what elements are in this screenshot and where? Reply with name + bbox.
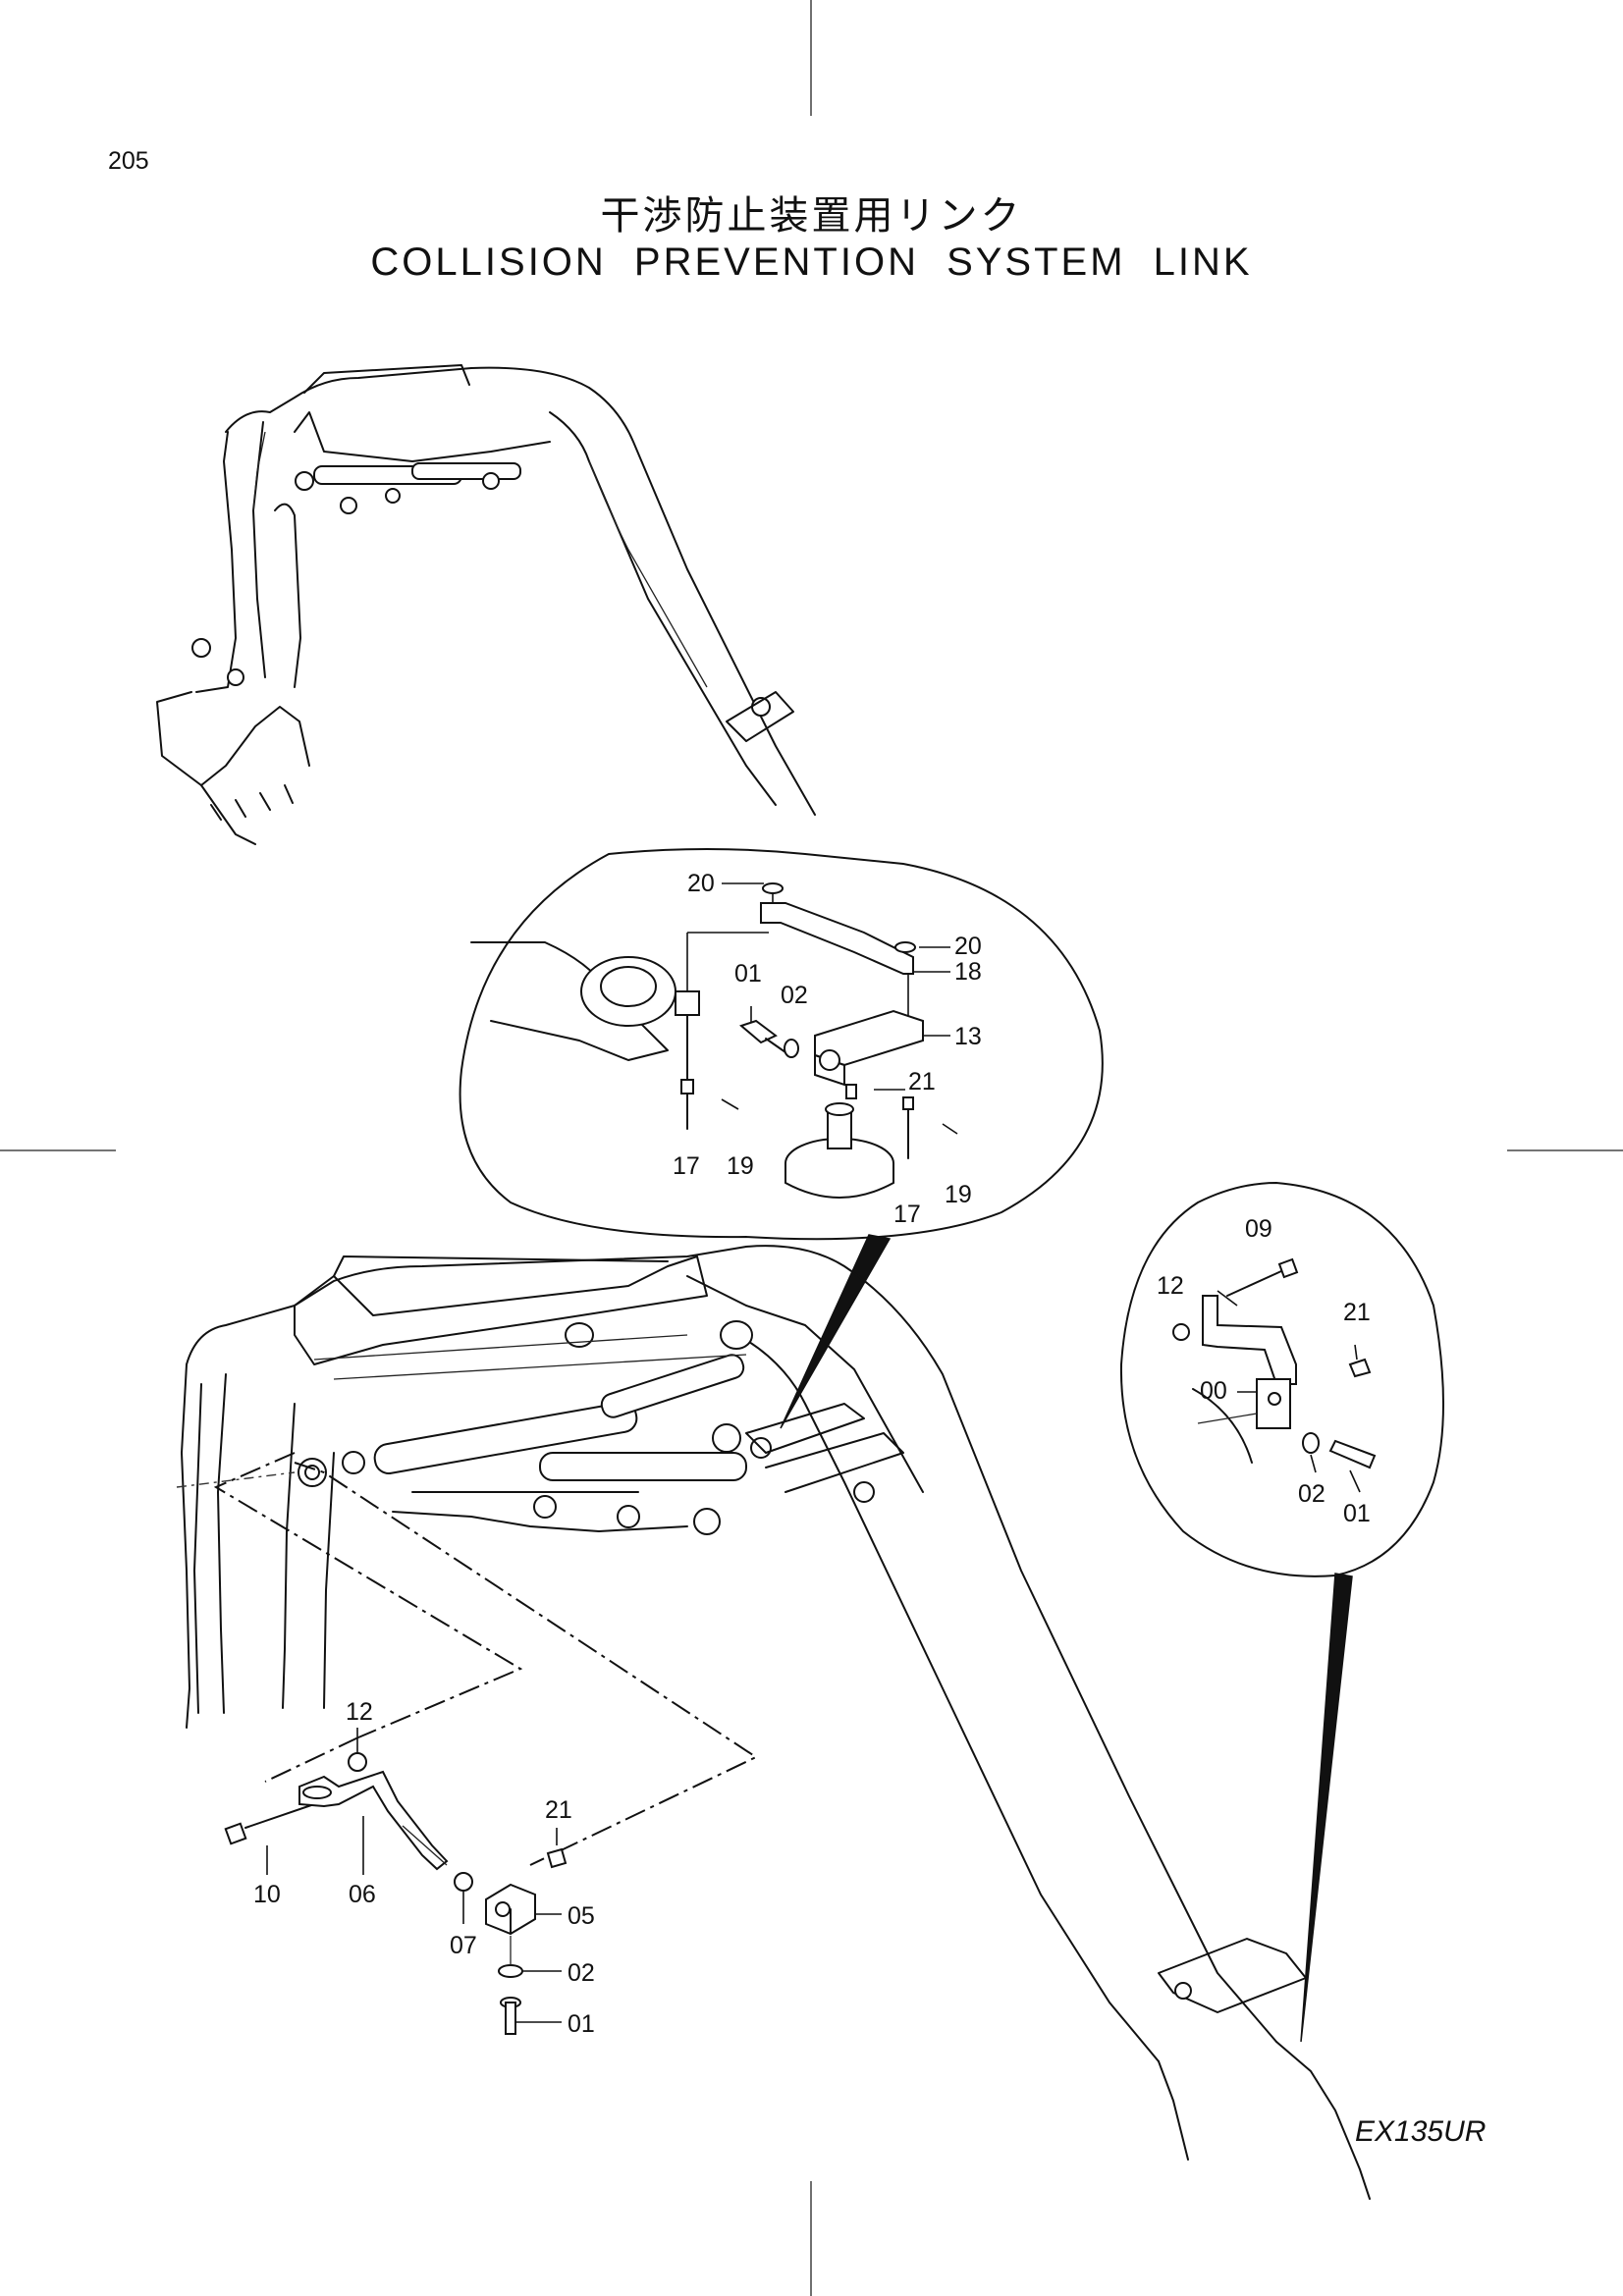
callout-01-upper: 01 [734, 960, 762, 988]
callout-20-upper-right: 20 [954, 933, 982, 960]
exploded-parts-lower [224, 1728, 568, 2035]
callout-00: 00 [1200, 1377, 1227, 1405]
model-code: EX135UR [1355, 2115, 1487, 2148]
callout-19-right: 19 [945, 1181, 972, 1208]
callout-01-right: 01 [1343, 1500, 1371, 1527]
callout-10: 10 [253, 1881, 281, 1908]
callout-02-right: 02 [1298, 1480, 1325, 1508]
callout-01-lower: 01 [568, 2010, 595, 2038]
callout-21-lower: 21 [545, 1796, 572, 1824]
page-title-english: COLLISION PREVENTION SYSTEM LINK [370, 240, 1253, 284]
callout-21-right: 21 [1343, 1299, 1371, 1326]
detail-bubble-right [1119, 1182, 1444, 2043]
callout-17-left: 17 [673, 1152, 700, 1180]
callout-13: 13 [954, 1023, 982, 1050]
callout-20-upper-left: 20 [687, 870, 715, 897]
callout-12-right: 12 [1157, 1272, 1184, 1300]
callout-07: 07 [450, 1932, 477, 1959]
callout-21-upper: 21 [908, 1068, 936, 1095]
callout-06: 06 [349, 1881, 376, 1908]
callout-09: 09 [1245, 1215, 1272, 1243]
page-title-japanese: 干渉防止装置用リンク [600, 193, 1023, 239]
callout-02-lower: 02 [568, 1959, 595, 1987]
callout-02-upper: 02 [781, 982, 808, 1009]
alignment-lines [176, 1452, 759, 1866]
callout-19-left: 19 [727, 1152, 754, 1180]
callout-17-right: 17 [893, 1201, 921, 1228]
overview-arm-illustration [156, 364, 816, 845]
detail-bubble-upper [459, 848, 1104, 1429]
callout-18: 18 [954, 958, 982, 986]
main-boom-illustration [181, 1245, 1371, 2200]
page-number: 205 [108, 147, 149, 175]
callout-05: 05 [568, 1902, 595, 1930]
callout-12-lower: 12 [346, 1698, 373, 1726]
